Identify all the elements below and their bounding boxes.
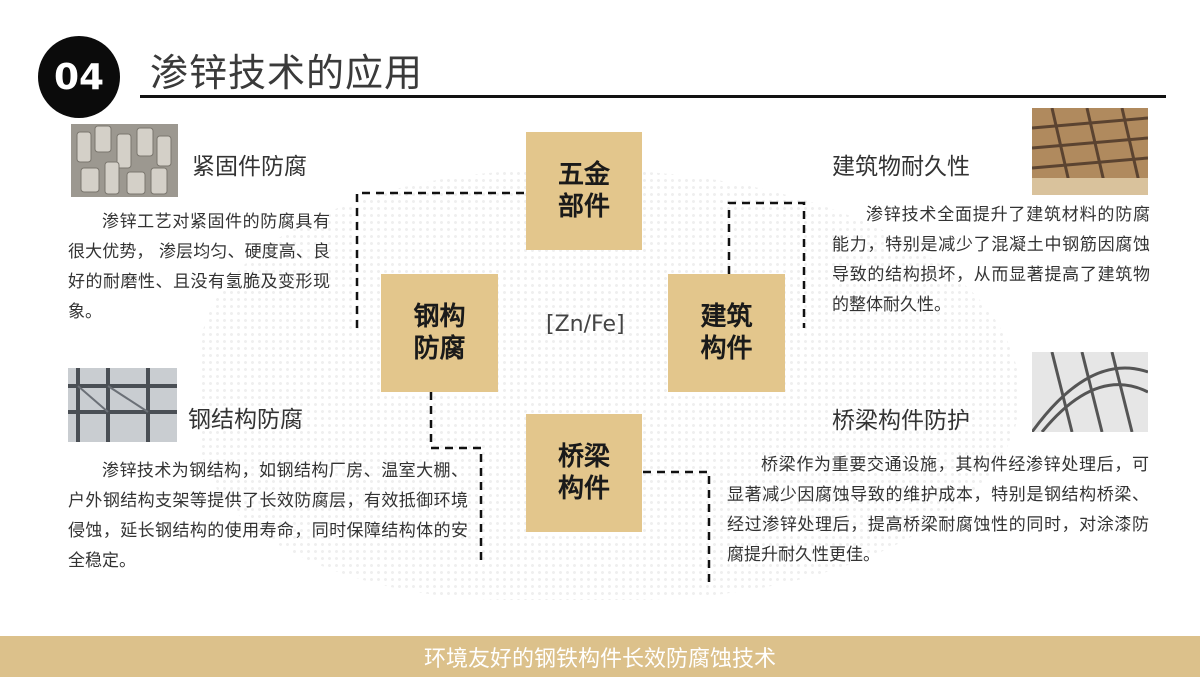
bridge-heading: 桥梁构件防护	[832, 408, 970, 434]
page-title: 渗锌技术的应用	[150, 51, 424, 95]
hardware-parts-label: 五金部件	[557, 160, 610, 222]
bridge-steel-photo	[1032, 352, 1148, 432]
building-parts-label: 建筑构件	[700, 302, 753, 364]
bridge-parts-box: 桥梁构件	[526, 414, 642, 532]
steel-structure-photo	[68, 368, 177, 442]
building-heading: 建筑物耐久性	[832, 154, 970, 180]
building-text: 渗锌技术全面提升了建筑材料的防腐能力，特别是减少了混凝土中钢筋因腐蚀导致的结构损…	[832, 205, 1150, 315]
bridge-text: 桥梁作为重要交通设施，其构件经渗锌处理后，可显著减少因腐蚀导致的维护成本，特别是…	[727, 455, 1149, 565]
steel-protection-box: 钢构防腐	[381, 274, 498, 392]
footer-banner: 环境友好的钢铁构件长效防腐蚀技术	[0, 636, 1200, 677]
title-divider	[140, 95, 1166, 98]
fastener-photo	[71, 124, 178, 197]
steel-protection-label: 钢构防腐	[413, 302, 466, 364]
steel-structure-text: 渗锌技术为钢结构，如钢结构厂房、温室大棚、户外钢结构支架等提供了长效防腐层，有效…	[68, 461, 468, 571]
fastener-text: 渗锌工艺对紧固件的防腐具有很大优势， 渗层均匀、硬度高、良好的耐磨性、且没有氢脆…	[68, 212, 330, 322]
bridge-parts-label: 桥梁构件	[557, 442, 610, 504]
hardware-parts-box: 五金部件	[526, 132, 642, 250]
zn-fe-label: [Zn/Fe]	[546, 312, 625, 337]
section-number-badge: 04	[38, 36, 120, 118]
building-parts-box: 建筑构件	[668, 274, 785, 392]
building-rebar-photo	[1032, 108, 1148, 195]
fastener-heading: 紧固件防腐	[192, 154, 307, 180]
steel-structure-heading: 钢结构防腐	[188, 407, 303, 433]
